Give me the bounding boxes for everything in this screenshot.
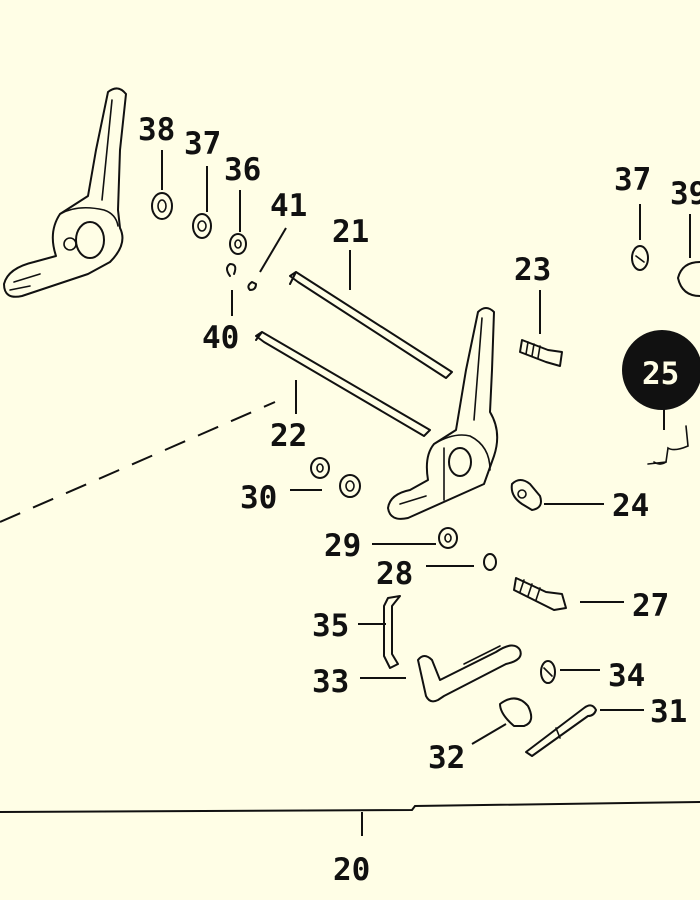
callout-20: 20 [333,852,370,888]
leader-32 [471,723,507,745]
callout-23: 23 [514,252,551,288]
callout-30: 30 [240,480,277,516]
callout-41: 41 [270,188,307,224]
callout-31: 31 [650,694,687,730]
callout-29: 29 [324,528,361,564]
callout-36: 36 [224,152,261,188]
nut-37-right [631,245,649,271]
callout-27: 27 [632,588,669,624]
rod-21 [289,271,453,379]
callout-25-disc [622,330,700,410]
nut-38 [151,192,173,220]
hinge-bracket-left [3,87,127,298]
nut-29 [438,527,458,549]
callout-37-right: 37 [614,162,651,198]
callout-34: 34 [608,658,645,694]
hinge-bracket-right [387,307,499,520]
ring-39 [677,261,700,297]
callout-25: 25 [642,356,679,392]
nut-30a [310,457,330,479]
callout-38: 38 [138,112,175,148]
washer-28 [483,553,497,571]
pin-35 [383,595,401,669]
leader-41 [259,227,287,273]
knob-24 [510,479,542,511]
rod-22 [255,331,431,437]
washer-36 [229,233,247,255]
callout-32: 32 [428,740,465,776]
lever-33 [417,644,522,703]
callout-37-left: 37 [184,126,221,162]
nut-30b [339,474,361,498]
assembly-baseline [0,801,700,813]
cap-32 [499,697,533,727]
callout-33: 33 [312,664,349,700]
nut-34 [540,660,556,684]
bolt-27 [513,577,567,611]
callout-40: 40 [202,320,239,356]
callout-22: 22 [270,418,307,454]
pin-41 [247,281,257,291]
dashed-reference-line [0,401,276,523]
callout-21: 21 [332,214,369,250]
bolt-23 [519,339,563,367]
callout-35: 35 [312,608,349,644]
nut-37-left [192,213,212,239]
cable-31 [525,704,597,757]
callout-24: 24 [612,488,649,524]
clip-40 [226,263,237,277]
callout-39: 39 [670,176,700,212]
callout-28: 28 [376,556,413,592]
hook-25 [647,425,689,465]
